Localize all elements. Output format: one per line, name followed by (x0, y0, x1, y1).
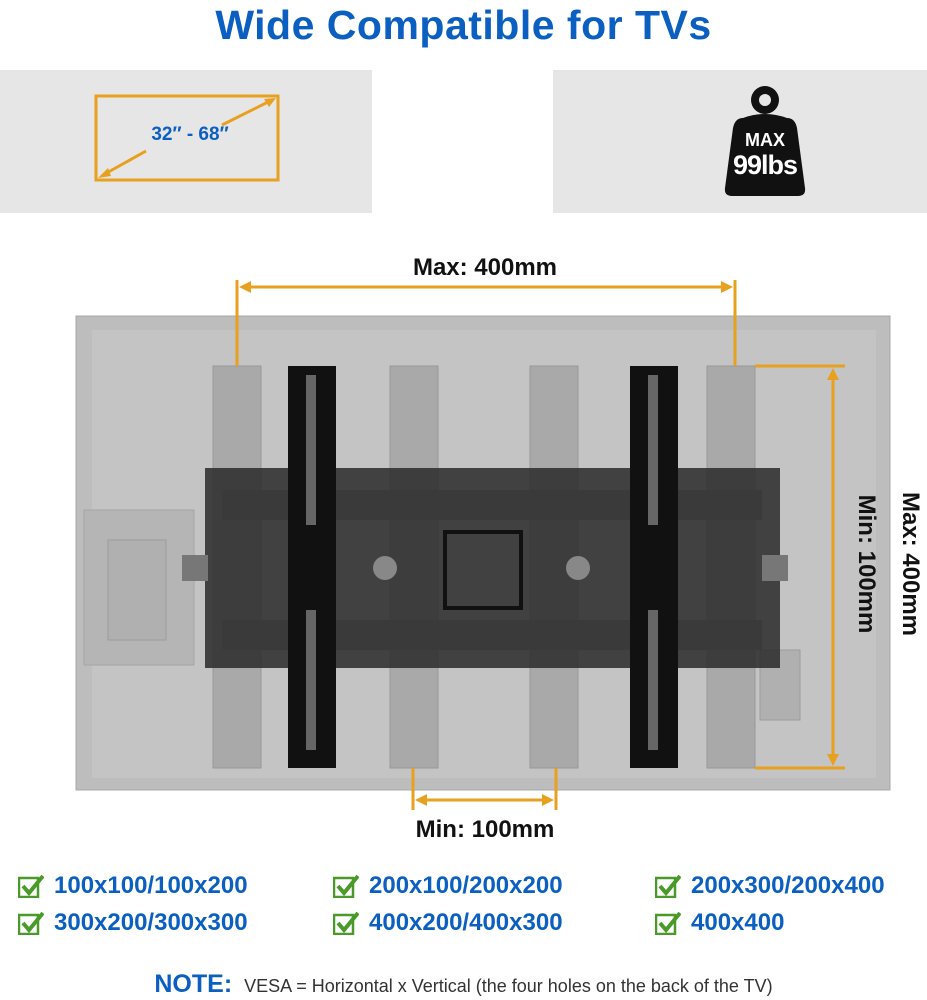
vesa-item: 400x400 (655, 909, 784, 937)
checkbox-checked-icon (333, 874, 359, 898)
note: NOTE: VESA = Horizontal x Vertical (the f… (0, 970, 927, 999)
screen-size-icon (94, 94, 280, 182)
screen-size-label: 32″ - 68″ (151, 124, 229, 145)
vesa-item: 200x100/200x200 (333, 872, 563, 900)
checkbox-checked-icon (655, 874, 681, 898)
max-horizontal-arrow (235, 280, 737, 366)
min-horizontal-label: Min: 100mm (415, 816, 555, 843)
max-vertical-label: Max: 400mm (897, 491, 924, 637)
weight-value: 99lbs (732, 150, 798, 180)
screen-size-panel (0, 70, 372, 213)
vesa-item: 200x300/200x400 (655, 872, 885, 900)
weight-max-label: MAX (745, 130, 785, 150)
bracket-holes (306, 375, 658, 750)
vesa-item: 300x200/300x300 (18, 909, 248, 937)
note-text: VESA = Horizontal x Vertical (the four h… (244, 976, 773, 996)
checkbox-checked-icon (18, 911, 44, 935)
note-label: NOTE: (154, 970, 233, 998)
weight-icon (724, 86, 806, 196)
min-horizontal-arrow (411, 768, 558, 810)
checkbox-checked-icon (18, 874, 44, 898)
vesa-pattern: 100x100/100x200 (54, 872, 248, 899)
max-horizontal-label: Max: 400mm (412, 254, 558, 281)
vesa-item: 100x100/100x200 (18, 872, 248, 900)
page-title: Wide Compatible for TVs (215, 2, 712, 48)
vertical-arrow (755, 364, 845, 770)
mount-diagram (75, 280, 891, 810)
weight-panel (553, 70, 927, 213)
mount-plate (182, 468, 788, 668)
vesa-pattern: 400x200/400x300 (369, 909, 563, 936)
vesa-pattern: 400x400 (691, 909, 785, 936)
vesa-pattern: 300x200/300x300 (54, 909, 248, 936)
vesa-item: 400x200/400x300 (333, 909, 563, 937)
vesa-pattern: 200x300/200x400 (691, 872, 885, 899)
vesa-pattern: 200x100/200x200 (369, 872, 563, 899)
min-vertical-label: Min: 100mm (853, 494, 880, 634)
checkbox-checked-icon (655, 911, 681, 935)
checkbox-checked-icon (333, 911, 359, 935)
